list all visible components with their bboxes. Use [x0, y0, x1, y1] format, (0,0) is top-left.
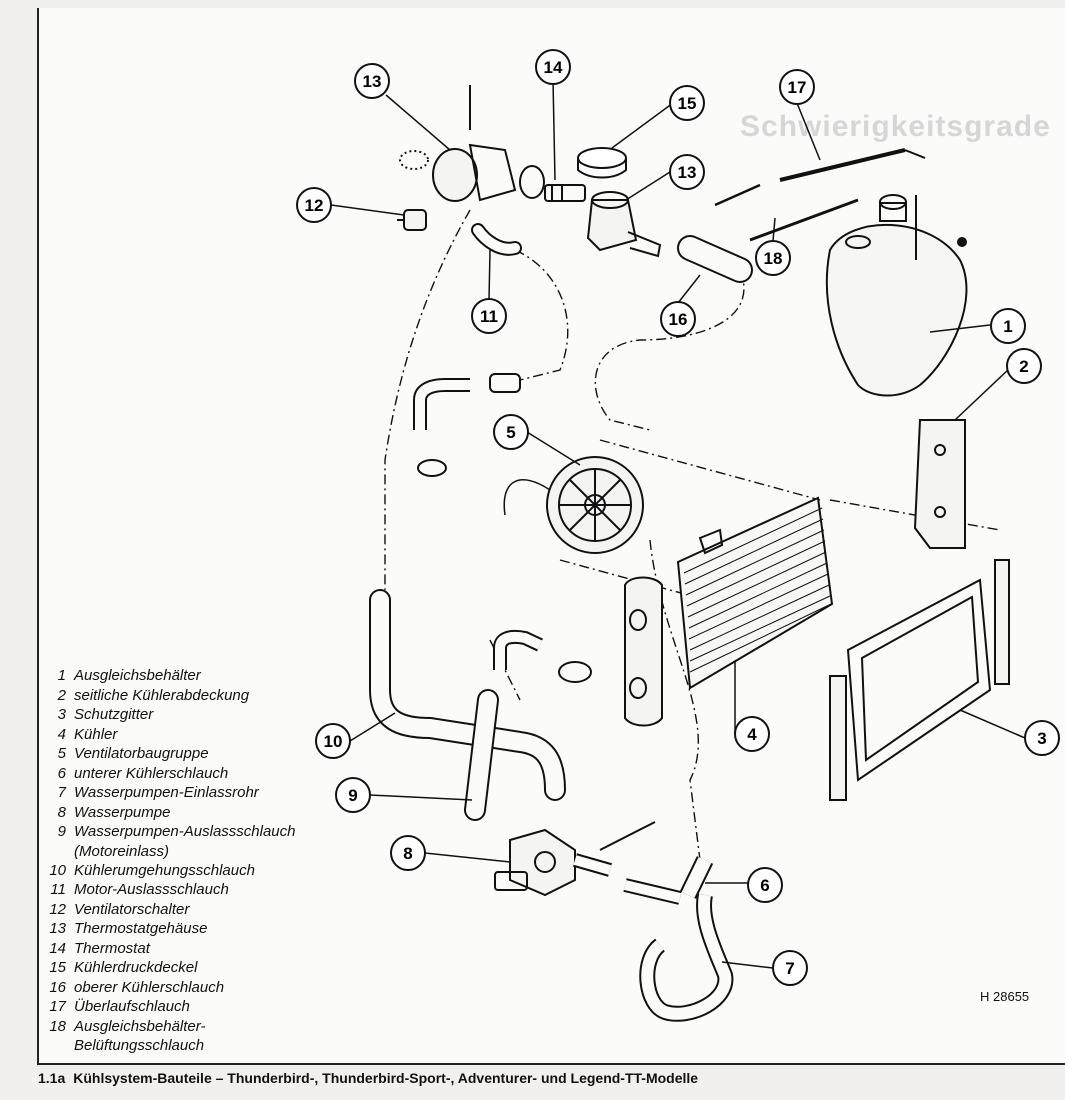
svg-text:7: 7: [785, 959, 794, 978]
callout-7: 7: [772, 950, 808, 986]
thermostat-housing-left: [399, 85, 545, 202]
pump-outlet-hose: [464, 689, 499, 821]
svg-text:3: 3: [1037, 729, 1046, 748]
radiator: [676, 496, 834, 690]
pump-inlet-pipe: [639, 893, 734, 1022]
overflow-and-breather-hoses: [714, 148, 926, 242]
callout-6: 6: [747, 867, 783, 903]
callout-14: 14: [535, 49, 571, 85]
svg-text:12: 12: [305, 196, 324, 215]
thermostat: [544, 184, 586, 202]
callout-17: 17: [779, 69, 815, 105]
callout-3: 3: [1024, 720, 1060, 756]
fan-assembly: [503, 456, 644, 554]
pipe-elbow-lower: [493, 629, 592, 683]
svg-text:9: 9: [348, 786, 357, 805]
callout-13b: 13: [669, 154, 705, 190]
callout-10: 10: [315, 723, 351, 759]
expansion-tank: [825, 194, 968, 397]
callout-1: 1: [990, 308, 1026, 344]
callout-13a: 13: [354, 63, 390, 99]
leader-lines: [330, 79, 1026, 969]
svg-text:6: 6: [760, 876, 769, 895]
svg-text:17: 17: [788, 78, 807, 97]
legend-item-continuation: (Motoreinlass): [74, 842, 170, 860]
pressure-cap: [577, 147, 627, 179]
pipe-elbow: [413, 373, 521, 477]
svg-text:1: 1: [1003, 317, 1012, 336]
figure-caption-text: Kühlsystem-Bauteile – Thunderbird-, Thun…: [73, 1070, 699, 1086]
radiator-guard: [829, 559, 1010, 801]
callout-2: 2: [1006, 348, 1042, 384]
callout-5: 5: [493, 414, 529, 450]
svg-text:2: 2: [1019, 357, 1028, 376]
bleed-through-heading: Schwierigkeitsgrade: [740, 110, 1051, 143]
svg-text:15: 15: [678, 94, 697, 113]
svg-text:11: 11: [480, 307, 498, 326]
callout-11: 11: [471, 298, 507, 334]
callout-9: 9: [335, 777, 371, 813]
callout-18: 18: [755, 240, 791, 276]
svg-text:16: 16: [669, 310, 688, 329]
legend-item-continuation: Belüftungsschlauch: [74, 1037, 205, 1054]
svg-text:4: 4: [747, 725, 757, 744]
callout-4: 4: [734, 716, 770, 752]
upper-hose: [677, 235, 753, 283]
figure-number: 1.1a: [38, 1070, 66, 1086]
side-cover-right: [913, 419, 966, 549]
callout-12: 12: [296, 187, 332, 223]
svg-text:13: 13: [363, 72, 382, 91]
water-pump: [494, 821, 656, 897]
svg-text:14: 14: [544, 58, 563, 77]
side-cover-left: [624, 576, 663, 727]
lower-hose: [623, 856, 714, 905]
callout-16: 16: [660, 301, 696, 337]
svg-text:10: 10: [324, 732, 343, 751]
bypass-hose: [369, 589, 566, 801]
engine-outlet-hose: [471, 223, 522, 256]
drawing-reference-code: H 28655: [980, 989, 1030, 1004]
figure-caption: 1.1a Kühlsystem-Bauteile – Thunderbird-, …: [38, 1070, 698, 1086]
fan-switch: [397, 209, 427, 231]
callout-8: 8: [390, 835, 426, 871]
svg-text:13: 13: [678, 163, 697, 182]
callout-15: 15: [669, 85, 705, 121]
thermostat-housing-right: [586, 191, 662, 258]
svg-text:5: 5: [506, 423, 515, 442]
svg-text:8: 8: [403, 844, 412, 863]
svg-text:18: 18: [764, 249, 783, 268]
